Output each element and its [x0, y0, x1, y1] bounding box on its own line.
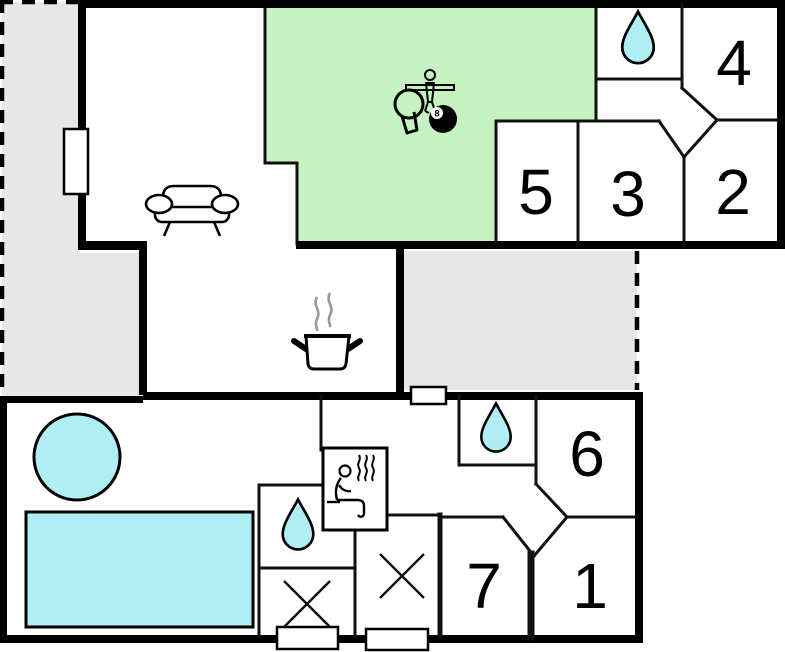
sauna-person-head [338, 464, 352, 478]
wall-bottom-upper-building [296, 241, 785, 249]
room-6-label: 6 [569, 418, 605, 490]
wall-chamfer-room6 [533, 481, 570, 520]
game-icons: 8 [393, 69, 457, 135]
cooking-pot-icon [291, 292, 363, 371]
wall-chamfer-room3 [656, 118, 687, 160]
sofa-seat [153, 205, 231, 224]
foosball-rod [405, 84, 455, 91]
stairs-cross-icon-left [283, 580, 331, 628]
wall-right-upper [777, 0, 785, 248]
sofa-arm-left [144, 193, 174, 215]
room-2-label: 2 [715, 156, 751, 228]
water-drop-icon-bath-mid [480, 400, 512, 453]
sauna-steam-line-2 [371, 454, 375, 482]
hot-tub-icon [32, 412, 122, 502]
foosball-player-legs [424, 101, 436, 114]
room-1-label: 1 [572, 550, 608, 622]
room-3-label: 3 [610, 158, 646, 230]
sofa-arm-right [210, 193, 240, 215]
foosball-player-head [424, 69, 436, 81]
table-tennis-paddle-handle [400, 111, 419, 135]
door-terrace [409, 385, 448, 406]
wall-chamfer-room7 [500, 514, 537, 559]
sauna-steam-line-0 [357, 454, 361, 482]
water-drop-icon-bath-left [281, 496, 315, 551]
sauna-steam-line-1 [364, 454, 368, 482]
wall-top-lower-building [143, 392, 640, 400]
wall-chamfer-room2 [681, 117, 720, 160]
steam-line-1 [314, 296, 320, 332]
window-left [62, 127, 90, 196]
sofa-leg-right [212, 221, 222, 237]
eight-ball-number: 8 [434, 109, 439, 120]
interior-walls [257, 2, 781, 641]
sauna-person-arm [338, 484, 352, 493]
terrace-left [2, 2, 140, 398]
wall-left-mid [139, 245, 147, 395]
wall-terrace-strip-bottom [2, 396, 143, 403]
stairs-cross-icon-right [379, 553, 425, 599]
wall-left-upper [78, 0, 86, 241]
terrace-right [403, 251, 637, 390]
swimming-pool-icon [24, 510, 255, 629]
wall-top [78, 0, 785, 8]
pot-body [304, 334, 351, 371]
sauna-icon [321, 446, 389, 532]
pot-handle-left [291, 338, 309, 352]
wall-left-lower [0, 396, 7, 643]
steam-line-2 [327, 292, 333, 328]
eight-ball-circle [431, 107, 443, 119]
sauna-person-leg [337, 498, 366, 518]
sauna-person-back [334, 477, 342, 501]
table-tennis-paddle-icon [393, 88, 425, 120]
room-7-label: 7 [466, 550, 502, 622]
pot-handle-right [345, 338, 363, 352]
wall-chamfer-room4 [679, 85, 720, 123]
room-4-label: 4 [716, 27, 752, 99]
water-drop-icon-bath-top [620, 8, 656, 65]
sofa-leg-left [162, 221, 172, 237]
wall-right-lower [635, 392, 643, 643]
wall-step-left [78, 241, 147, 250]
room-5-label: 5 [518, 156, 554, 228]
sofa-icon [144, 184, 240, 237]
door-bottom-right [364, 627, 430, 652]
door-bottom-left [275, 625, 340, 651]
wall-kitchen-right [396, 241, 404, 396]
wall-chamfer-room1 [531, 514, 570, 559]
